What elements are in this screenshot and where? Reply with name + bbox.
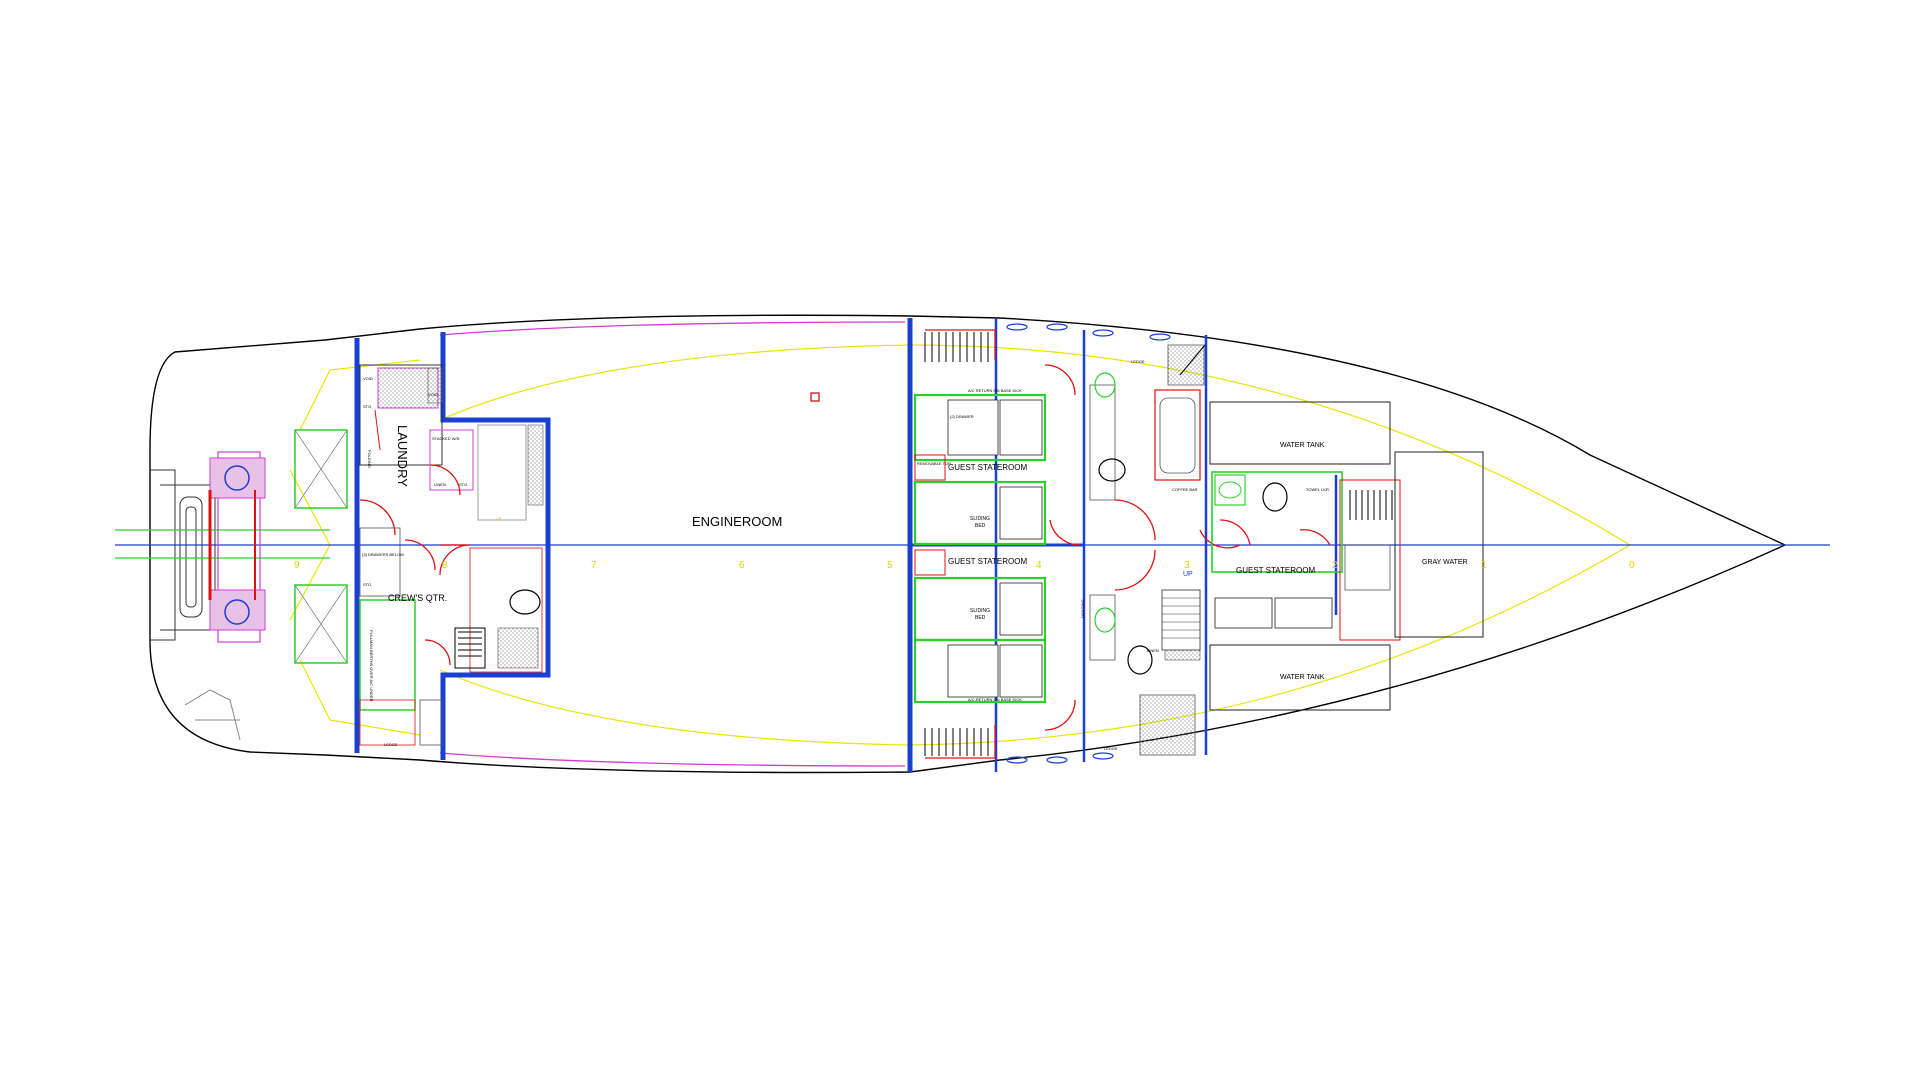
folding-label: FOLDING bbox=[367, 450, 372, 468]
void-label-2: VOID bbox=[428, 392, 438, 397]
towel-lkr-label: TOWEL LKR. bbox=[1306, 487, 1330, 492]
frame-number: 1 bbox=[1481, 560, 1487, 571]
coffee-bar-label: COFFEE BAR bbox=[1172, 487, 1198, 492]
fwd-stateroom bbox=[1211, 471, 1401, 641]
crew-bulkhead-fwd bbox=[440, 332, 551, 760]
ledge-crew-label: LEDGE bbox=[384, 742, 398, 747]
stacked-wd-label: STACKED W/D bbox=[432, 436, 460, 441]
guest-stateroom-stbd-label: GUEST STATEROOM bbox=[948, 557, 1027, 566]
frame-number: 7 bbox=[591, 560, 597, 571]
tender-davit bbox=[184, 689, 241, 741]
drawers-below-label: (3) DRAWERS BELOW bbox=[362, 552, 404, 557]
water-tank-stbd-label: WATER TANK bbox=[1280, 674, 1325, 681]
crews-qtr-label: CREW'S QTR. bbox=[388, 593, 447, 603]
crew-toilet bbox=[509, 589, 541, 615]
engine-room-marker bbox=[810, 392, 820, 402]
fwd-hanging-locker bbox=[1349, 490, 1393, 520]
crew-area bbox=[359, 364, 544, 746]
inner-hull-stbd bbox=[439, 752, 906, 767]
crew-hanging-locker bbox=[458, 631, 482, 657]
frame-number: 2 bbox=[1332, 560, 1338, 571]
water-tank-port-label: WATER TANK bbox=[1280, 442, 1325, 449]
sliding-bed-label-1b: BED bbox=[975, 523, 986, 529]
hanging-locker-stbd bbox=[924, 728, 989, 756]
transom-step bbox=[179, 496, 203, 618]
gray-water-label: GRAY WATER bbox=[1422, 559, 1468, 566]
frame-numbers: 9 8 7 6 5 4 3 2 1 0 bbox=[294, 560, 1635, 571]
guest-stbd-berths bbox=[913, 549, 1047, 759]
frame-number: 9 bbox=[294, 560, 300, 571]
hanging-label: HANGING bbox=[1080, 599, 1085, 618]
frame-number: 6 bbox=[739, 560, 745, 571]
sto-label-3: STO. bbox=[363, 582, 372, 587]
companionway-stairs bbox=[1161, 589, 1201, 651]
sliding-bed-label-2b: BED bbox=[975, 615, 986, 621]
hull-outline bbox=[149, 314, 1787, 774]
guest-stateroom-port-label: GUEST STATEROOM bbox=[948, 463, 1027, 472]
sliding-bed-label-1a: SLIDING bbox=[970, 516, 990, 522]
up-main-label: UP bbox=[1183, 571, 1193, 578]
frame-number: 4 bbox=[1036, 560, 1042, 571]
linen-crew-label: LINEN bbox=[434, 482, 446, 487]
laundry-label: LAUNDRY bbox=[395, 425, 410, 487]
hanging-locker-port bbox=[924, 332, 989, 362]
linen-guest-label: LINEN bbox=[1147, 648, 1159, 653]
sliding-bed-label-2a: SLIDING bbox=[970, 608, 990, 614]
guest-heads bbox=[1044, 344, 1241, 756]
engineroom-label: ENGINEROOM bbox=[692, 514, 782, 529]
water-tank-port-box bbox=[1209, 401, 1391, 465]
pullman-label: PULLMAN BERTHS OVER A/C UNDER bbox=[369, 630, 374, 702]
guest-stateroom-fwd-label: GUEST STATEROOM bbox=[1236, 566, 1315, 575]
guest-port-berths bbox=[913, 329, 1047, 546]
water-tank-stbd-box bbox=[1209, 644, 1391, 711]
removable-top-label: REMOVABLE TOP bbox=[917, 461, 951, 466]
up-crew-label: UP bbox=[496, 516, 502, 521]
drawer-label: (2) DRAWER bbox=[950, 414, 974, 419]
transom-step-inner bbox=[185, 506, 197, 608]
inner-hull-port bbox=[439, 321, 906, 336]
ac-return-top-label: A/C RETURN ON BASE KICK bbox=[968, 388, 1022, 393]
ledge-bottom-label: LEDGE bbox=[1104, 746, 1118, 751]
lazarette-hatches bbox=[294, 429, 348, 664]
portlights bbox=[1006, 323, 1171, 764]
frame-number: 3 bbox=[1184, 560, 1190, 571]
frame-number: 8 bbox=[442, 560, 448, 571]
void-label-1: VOID bbox=[363, 376, 373, 381]
gray-water-box bbox=[1394, 451, 1484, 638]
sto-label-1: STO. bbox=[363, 404, 372, 409]
frame-number: 0 bbox=[1629, 560, 1635, 571]
steering-gear bbox=[208, 451, 266, 643]
sto-label-2: STO. bbox=[459, 482, 468, 487]
crew-door-swings bbox=[359, 409, 471, 666]
frame-number: 5 bbox=[887, 560, 893, 571]
ledge-top-label: LEDGE bbox=[1131, 359, 1145, 364]
ac-return-bottom-label: A/C RETURN ON BASE KICK bbox=[968, 697, 1022, 702]
